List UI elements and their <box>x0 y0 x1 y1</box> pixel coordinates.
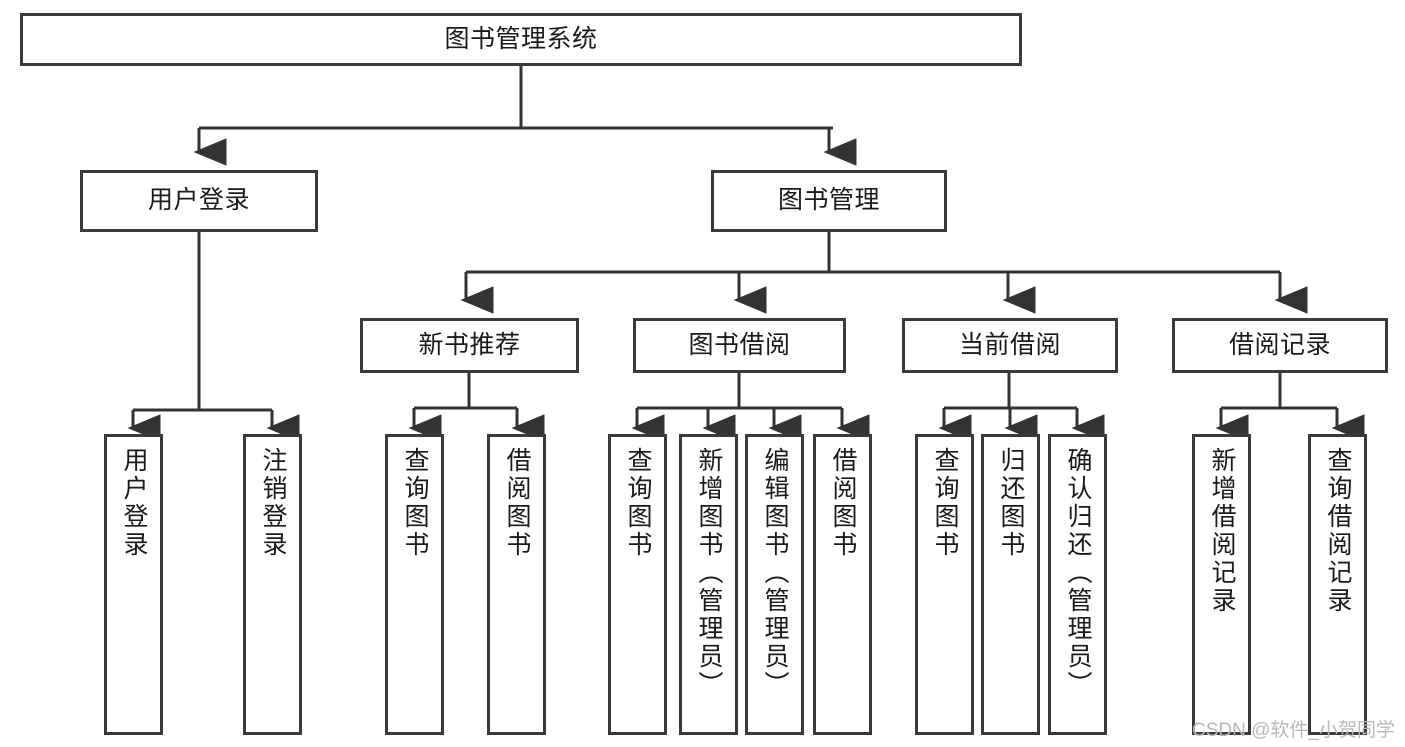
node-borrow-records[interactable]: 借阅记录 <box>1172 318 1388 373</box>
node-leaf-borrow-books-2[interactable]: 借阅图书 <box>813 434 872 735</box>
node-leaf-query-books-2[interactable]: 查询图书 <box>608 434 667 735</box>
node-leaf-logout-label: 注销登录 <box>259 447 287 559</box>
node-leaf-confirm-return-label: 确认归还（管理员） <box>1064 447 1092 699</box>
node-leaf-add-book[interactable]: 新增图书（管理员） <box>679 434 738 735</box>
node-root[interactable]: 图书管理系统 <box>20 13 1022 66</box>
node-current-borrow-label: 当前借阅 <box>958 330 1061 359</box>
node-leaf-add-book-label: 新增图书（管理员） <box>695 447 723 699</box>
node-leaf-return-book-label: 归还图书 <box>997 447 1025 559</box>
node-leaf-add-record[interactable]: 新增借阅记录 <box>1192 434 1251 735</box>
node-leaf-user-login[interactable]: 用户登录 <box>104 434 163 735</box>
node-root-label: 图书管理系统 <box>444 24 598 53</box>
node-leaf-edit-book-label: 编辑图书（管理员） <box>761 447 789 699</box>
node-leaf-borrow-books-1[interactable]: 借阅图书 <box>487 434 546 735</box>
node-current-borrow[interactable]: 当前借阅 <box>902 318 1118 373</box>
node-leaf-edit-book[interactable]: 编辑图书（管理员） <box>745 434 804 735</box>
node-leaf-borrow-books-2-label: 借阅图书 <box>829 447 857 559</box>
node-book-borrow[interactable]: 图书借阅 <box>633 318 846 373</box>
node-book-management[interactable]: 图书管理 <box>711 170 947 232</box>
node-user-login-label: 用户登录 <box>147 186 250 215</box>
node-book-management-label: 图书管理 <box>777 186 880 215</box>
csdn-watermark: CSDN @软件_小贺同学 <box>1192 720 1395 741</box>
node-book-borrow-label: 图书借阅 <box>688 330 791 359</box>
node-leaf-query-record[interactable]: 查询借阅记录 <box>1308 434 1367 735</box>
node-leaf-query-books-1-label: 查询图书 <box>401 447 429 559</box>
node-leaf-query-books-2-label: 查询图书 <box>624 447 652 559</box>
node-leaf-add-record-label: 新增借阅记录 <box>1208 447 1236 615</box>
node-new-book-recommend-label: 新书推荐 <box>418 330 521 359</box>
node-leaf-query-books-3-label: 查询图书 <box>931 447 959 559</box>
node-leaf-user-login-label: 用户登录 <box>120 447 148 559</box>
node-leaf-borrow-books-1-label: 借阅图书 <box>503 447 531 559</box>
node-leaf-return-book[interactable]: 归还图书 <box>981 434 1040 735</box>
node-leaf-query-record-label: 查询借阅记录 <box>1324 447 1352 615</box>
node-borrow-records-label: 借阅记录 <box>1228 330 1331 359</box>
node-leaf-confirm-return[interactable]: 确认归还（管理员） <box>1048 434 1107 735</box>
node-user-login[interactable]: 用户登录 <box>80 170 318 232</box>
node-new-book-recommend[interactable]: 新书推荐 <box>360 318 579 373</box>
node-leaf-query-books-1[interactable]: 查询图书 <box>385 434 444 735</box>
node-leaf-logout[interactable]: 注销登录 <box>243 434 302 735</box>
node-leaf-query-books-3[interactable]: 查询图书 <box>915 434 974 735</box>
